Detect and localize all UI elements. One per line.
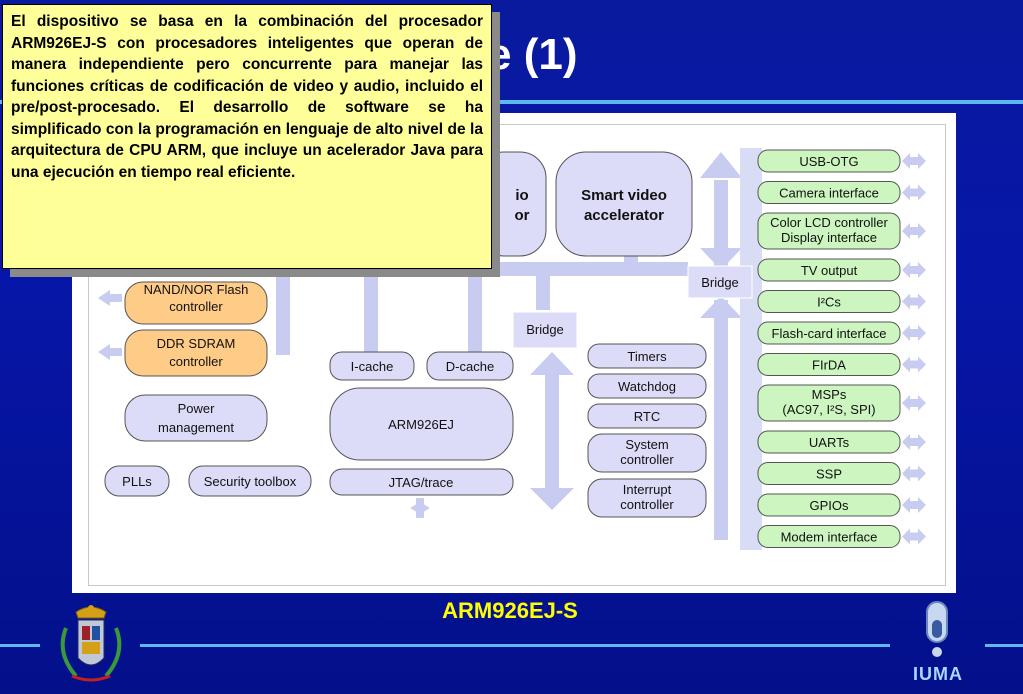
bridge-center-label: Bridge (526, 322, 564, 337)
peripheral-label: I²Cs (817, 295, 841, 310)
power-line1: Power (178, 401, 216, 416)
peripheral-box (757, 149, 901, 173)
system-controller-box (587, 433, 707, 473)
peripheral-box (757, 353, 901, 376)
peripheral-box (757, 258, 901, 282)
security-label: Security toolbox (204, 474, 297, 489)
peripheral-label: Display interface (781, 230, 877, 245)
peripheral-label: USB-OTG (799, 154, 858, 169)
dcache-label: D-cache (446, 359, 494, 374)
peripheral-box (757, 430, 901, 454)
peripheral-arrow (902, 528, 926, 545)
peripheral-box (757, 181, 901, 204)
core-blocks: io or Smart video accelerator Bridge Bri… (329, 151, 753, 496)
peripheral-label: Color LCD controller (770, 215, 888, 230)
power-line2: management (158, 420, 234, 435)
peripheral-box (757, 525, 901, 548)
watchdog-label: Watchdog (618, 379, 676, 394)
power-box (124, 394, 268, 442)
peripheral-box (757, 462, 901, 485)
smart-video-line1: Smart video (581, 187, 667, 204)
peripheral-label: MSPs (812, 387, 847, 402)
nand-flash-line1: NAND/NOR Flash (144, 282, 249, 297)
peripheral-label: SSP (816, 467, 842, 482)
peripheral-box (757, 212, 901, 250)
university-crest-logo (60, 605, 122, 682)
peripheral-label: Flash-card interface (772, 326, 887, 341)
note-callout: El dispositivo se basa en la combinación… (2, 4, 492, 269)
peripheral-label: UARTs (809, 435, 850, 450)
peripheral-label: TV output (801, 263, 858, 278)
footer-line-right (985, 644, 1023, 647)
bridge-right-label: Bridge (701, 275, 739, 290)
jtag-label: JTAG/trace (389, 475, 454, 490)
timers-box (587, 343, 707, 369)
mid-peripherals: Timers Watchdog RTC System controller In… (587, 343, 707, 518)
plls-label: PLLs (122, 474, 152, 489)
peripheral-arrow (902, 497, 926, 513)
peripheral-box (757, 321, 901, 345)
peripheral-label: FIrDA (812, 358, 846, 373)
peripheral-label: Modem interface (781, 530, 878, 545)
peripheral-label: (AC97, I²S, SPI) (782, 402, 875, 417)
audio-line2: or (515, 207, 530, 224)
security-box (188, 465, 312, 497)
peripheral-box (757, 290, 901, 313)
interrupt-controller-line2: controller (620, 497, 674, 512)
left-blocks: NAND/NOR Flash controller DDR SDRAM cont… (104, 281, 312, 497)
nand-flash-box (124, 281, 268, 325)
peripheral-arrow (902, 356, 926, 373)
peripheral-arrow (902, 434, 926, 450)
iuma-logo (926, 601, 948, 657)
bus-left-vertical (276, 270, 290, 355)
smart-video-box (555, 151, 693, 257)
audio-line1: io (515, 187, 528, 204)
left-arrows (98, 290, 122, 360)
jtag-box (329, 468, 514, 496)
nand-flash-line2: controller (169, 299, 223, 314)
peripheral-arrow (902, 223, 926, 239)
bridge-center-box (512, 311, 578, 349)
ddr-sdram-line2: controller (169, 354, 223, 369)
peripheral-arrow (902, 395, 926, 411)
system-controller-line1: System (625, 437, 668, 452)
icache-label: I-cache (351, 359, 394, 374)
peripheral-arrow (902, 465, 926, 482)
system-controller-line2: controller (620, 452, 674, 467)
peripheral-arrow (902, 293, 926, 310)
dcache-box (426, 351, 514, 381)
peripheral-arrow (902, 153, 926, 169)
iuma-logo-text: IUMA (913, 664, 963, 684)
rtc-label: RTC (634, 409, 660, 424)
smart-video-line2: accelerator (584, 207, 664, 224)
peripheral-arrow (902, 325, 926, 341)
peripheral-label: GPIOs (809, 498, 849, 513)
peripheral-box (757, 384, 901, 422)
peripheral-arrow (902, 184, 926, 201)
peripheral-arrow (902, 262, 926, 278)
watchdog-box (587, 373, 707, 399)
interrupt-controller-box (587, 478, 707, 518)
ddr-sdram-box (124, 329, 268, 377)
bridge-right-box (687, 265, 753, 299)
plls-box (104, 465, 170, 497)
title-underline (0, 100, 1023, 104)
footer-line-center (140, 644, 890, 647)
footer-line-left (0, 644, 40, 647)
icache-box (329, 351, 415, 381)
peripheral-label: Camera interface (779, 186, 879, 201)
arm-core-label: ARM926EJ (388, 417, 454, 432)
ddr-sdram-line1: DDR SDRAM (157, 336, 236, 351)
timers-label: Timers (627, 349, 667, 364)
peripheral-box (757, 493, 901, 517)
arm-core-box (329, 387, 514, 461)
right-arrows (902, 153, 926, 545)
footer-caption: ARM926EJ-S (442, 598, 578, 623)
interrupt-controller-line1: Interrupt (623, 482, 672, 497)
rtc-box (587, 403, 707, 429)
